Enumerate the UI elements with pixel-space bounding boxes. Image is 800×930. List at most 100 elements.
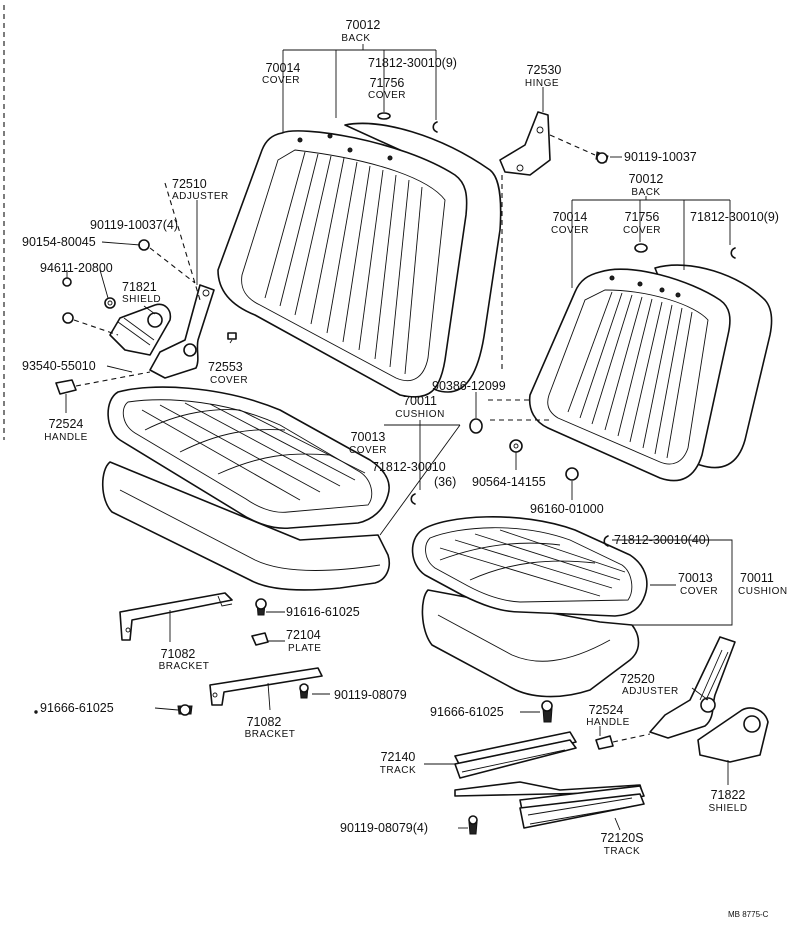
label-bolt-bracket2-number: 90119-08079 — [334, 688, 407, 702]
cover-cap-left — [377, 112, 391, 120]
hinge-part — [499, 111, 596, 370]
label-shield-right-number: 71822 — [711, 788, 746, 802]
left-cushion — [101, 386, 391, 591]
label-knob-cover-number: 72553 — [208, 360, 243, 374]
footer-code: MB 8775-C — [728, 910, 769, 919]
right-adjuster — [649, 636, 736, 739]
bolt-adjuster — [138, 239, 150, 251]
label-knob-cover-name: COVER — [210, 375, 248, 386]
label-adjuster-left-name: ADJUSTER — [172, 191, 229, 202]
label-cover2-right-name: COVER — [623, 225, 661, 236]
handle-left-part — [55, 379, 77, 395]
label-handle-left-number: 72524 — [49, 417, 84, 431]
bolt-track-2 — [468, 815, 478, 835]
label-clip-cushion-right-number: 71812-30010(40) — [614, 533, 710, 547]
label-bracket1-number: 71082 — [161, 647, 196, 661]
label-cushion-left-name: CUSHION — [395, 409, 445, 420]
label-clip-cushion-qty: (36) — [434, 475, 456, 489]
label-bracket1-name: BRACKET — [159, 661, 210, 672]
label-clip-cushion-number: 71812-30010 — [372, 460, 446, 474]
label-cover3-left-name: COVER — [349, 445, 387, 456]
bolt-bracket-2 — [299, 683, 309, 699]
washer-part — [104, 297, 116, 309]
label-back-top-name: BACK — [341, 33, 370, 44]
bolt-track — [541, 700, 553, 723]
label-track2-number: 72120S — [600, 831, 643, 845]
label-cover3-right-name: COVER — [680, 586, 718, 597]
label-back-right-name: BACK — [631, 187, 660, 198]
label-nut-number: 93540-55010 — [22, 359, 96, 373]
label-track1-name: TRACK — [380, 765, 416, 776]
track-1 — [454, 731, 577, 779]
label-bushing-number: 90386-12099 — [432, 379, 506, 393]
grommet-part — [509, 439, 523, 453]
label-bracket2-number: 71082 — [247, 715, 282, 729]
label-plug-number: 96160-01000 — [530, 502, 604, 516]
label-adjuster-right-name: ADJUSTER — [622, 686, 679, 697]
bracket-1 — [119, 592, 233, 641]
label-cover-right-name: COVER — [551, 225, 589, 236]
label-handle-right-name: HANDLE — [586, 717, 630, 728]
label-bolt-adj-number: 90119-10037(4) — [90, 218, 178, 232]
label-bracket2-name: BRACKET — [245, 729, 296, 740]
left-shield — [109, 303, 172, 356]
label-cover3-right-number: 70013 — [678, 571, 713, 585]
label-bolt-plate-number: 91616-61025 — [286, 605, 360, 619]
label-cushion-right-name: CUSHION — [738, 586, 788, 597]
label-cover3-left-number: 70013 — [351, 430, 386, 444]
label-cover2-left-number: 71756 — [370, 76, 405, 90]
label-bolt-bracket-left-number: 91666-61025 — [40, 701, 114, 715]
handle-right-part — [595, 735, 614, 750]
label-cover-left-number: 70014 — [266, 61, 301, 75]
nut-part — [62, 312, 74, 324]
clip-right — [730, 247, 736, 259]
clip-left — [432, 121, 438, 133]
label-shield-right-name: SHIELD — [708, 803, 747, 814]
label-cover-right-number: 70014 — [553, 210, 588, 224]
label-adjuster-right-number: 72520 — [620, 672, 655, 686]
label-cover2-left-name: COVER — [368, 90, 406, 101]
plate-part — [251, 632, 269, 646]
leader-lines — [65, 44, 733, 831]
track-2 — [454, 781, 645, 829]
plug-part — [565, 467, 579, 481]
label-back-top-number: 70012 — [346, 18, 381, 32]
bushing-part — [469, 418, 483, 434]
label-shield-left-number: 71821 — [122, 280, 157, 294]
label-clip-left-number: 71812-30010(9) — [368, 56, 457, 70]
label-bolt-hinge-number: 90119-10037 — [624, 150, 697, 164]
label-cover-left-name: COVER — [262, 75, 300, 86]
label-grommet-number: 90564-14155 — [472, 475, 546, 489]
left-seat-back — [217, 122, 502, 398]
cover-cap-right — [634, 243, 648, 253]
left-adjuster — [149, 182, 215, 379]
label-bolt-track2-number: 90119-08079(4) — [340, 821, 428, 835]
label-track2-name: TRACK — [604, 846, 640, 857]
label-washer-number: 94611-20800 — [40, 261, 113, 275]
label-clip-right-number: 71812-30010(9) — [690, 210, 779, 224]
clip-cushion — [410, 493, 416, 505]
right-seat-back — [528, 264, 773, 482]
label-plate-name: PLATE — [288, 643, 321, 654]
label-screw-number: 90154-80045 — [22, 235, 96, 249]
bolt-bracket-left — [177, 704, 193, 716]
clip-cushion-right — [603, 535, 609, 547]
label-hinge-number: 72530 — [527, 63, 562, 77]
label-hinge-name: HINGE — [525, 78, 559, 89]
bracket-2 — [209, 667, 323, 706]
label-shield-left-name: SHIELD — [122, 294, 161, 305]
label-plate-number: 72104 — [286, 628, 321, 642]
label-adjuster-left-number: 72510 — [172, 177, 207, 191]
screw-part — [62, 277, 72, 287]
hinge-bolt — [595, 151, 609, 164]
right-cushion — [411, 516, 648, 698]
label-track1-number: 72140 — [381, 750, 416, 764]
label-cushion-right-number: 70011 — [740, 571, 774, 585]
label-bolt-track-number: 91666-61025 — [430, 705, 504, 719]
bolt-plate — [255, 598, 267, 616]
right-shield — [697, 707, 769, 763]
label-handle-left-name: HANDLE — [44, 432, 88, 443]
knob-cover-part — [227, 332, 237, 340]
